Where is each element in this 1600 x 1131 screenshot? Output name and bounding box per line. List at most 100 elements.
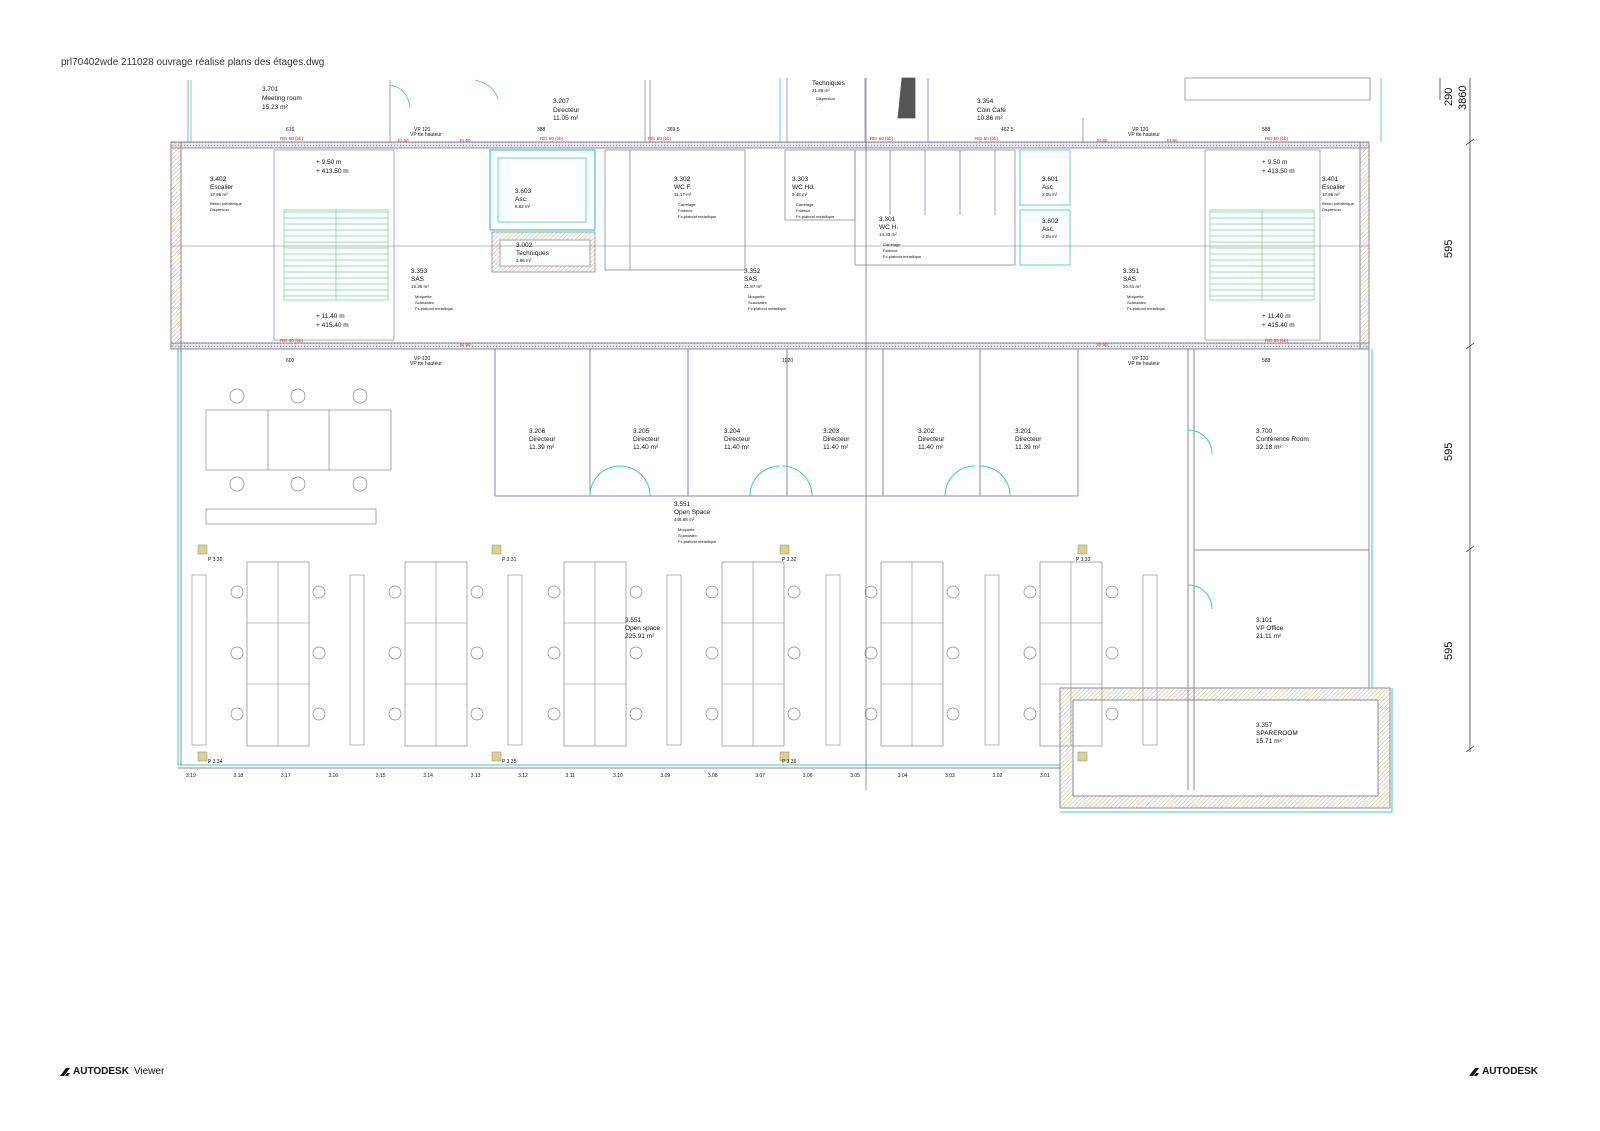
axis-label: 3.07 (755, 773, 765, 779)
chair (290, 388, 306, 404)
chair (629, 585, 643, 599)
svg-text:3.603: 3.603 (515, 188, 532, 195)
svg-text:290: 290 (1443, 88, 1455, 106)
chair (230, 646, 244, 660)
chair (1105, 585, 1119, 599)
chair (946, 707, 960, 721)
svg-text:6.82 m²: 6.82 m² (515, 204, 531, 209)
svg-text:15.23 m²: 15.23 m² (262, 104, 288, 111)
svg-text:Scandatex: Scandatex (748, 300, 767, 305)
chair (946, 646, 960, 660)
svg-text:225.91 m²: 225.91 m² (625, 633, 655, 640)
meeting-chairs (229, 388, 368, 492)
pillar (779, 544, 790, 555)
axis-label: 3.18 (233, 773, 243, 779)
chair (629, 646, 643, 660)
svg-text:14.33 m²: 14.33 m² (879, 232, 897, 237)
svg-text:3.204: 3.204 (724, 428, 741, 435)
pillar (491, 751, 502, 762)
chair (705, 585, 719, 599)
svg-text:+ 11.40 m: + 11.40 m (1262, 313, 1291, 320)
axis-label: 3.15 (376, 773, 386, 779)
svg-text:EI 60: EI 60 (1097, 342, 1108, 347)
svg-text:32.18 m²: 32.18 m² (1256, 444, 1282, 451)
chair (1105, 707, 1119, 721)
chair (470, 707, 484, 721)
pillar (197, 544, 208, 555)
brand-name: AUTODESK (73, 1066, 129, 1077)
svg-text:EI 60: EI 60 (398, 138, 409, 143)
svg-text:15.71 m²: 15.71 m² (1256, 738, 1282, 745)
chair (705, 707, 719, 721)
svg-text:REI 60 (bb): REI 60 (bb) (975, 136, 999, 141)
svg-text:595: 595 (1443, 642, 1455, 660)
svg-text:+ 413.50 m: + 413.50 m (316, 168, 349, 175)
storage-unit (984, 574, 1000, 746)
svg-text:+ 9.50 m: + 9.50 m (1262, 159, 1287, 166)
svg-text:Faïence: Faïence (883, 248, 898, 253)
chair (388, 646, 402, 660)
svg-text:Dispersion: Dispersion (1322, 207, 1341, 212)
chair (312, 707, 326, 721)
svg-text:P 3.34: P 3.34 (208, 759, 223, 765)
svg-text:20.41 m²: 20.41 m² (1123, 284, 1141, 289)
chair (946, 585, 960, 599)
svg-text:Moquette: Moquette (678, 527, 695, 532)
svg-text:Techniques: Techniques (516, 250, 550, 257)
core-dimensions: 616 388 369.5 462.5 588 600 1020 588 VP … (286, 127, 1271, 367)
svg-text:3.203: 3.203 (823, 428, 840, 435)
svg-text:Dispersion: Dispersion (210, 207, 229, 212)
vertical-dimensions: 290 3860 595 595 595 (1443, 86, 1469, 660)
chair (312, 646, 326, 660)
core-walls (170, 141, 1393, 813)
axis-label: 3.16 (328, 773, 338, 779)
svg-text:Directeur: Directeur (553, 107, 580, 114)
chair (290, 476, 306, 492)
svg-text:Scandatex: Scandatex (1127, 300, 1146, 305)
axis-label: 3.01 (1040, 773, 1050, 779)
storage-unit (507, 574, 523, 746)
right-rooms (1187, 349, 1369, 790)
svg-text:388: 388 (537, 127, 546, 133)
chair (229, 476, 245, 492)
axis-label: 3.04 (898, 773, 908, 779)
svg-text:616: 616 (286, 127, 295, 133)
svg-text:11.40 m²: 11.40 m² (633, 444, 659, 451)
svg-text:WC F.: WC F. (674, 184, 692, 191)
storage-unit (191, 574, 207, 746)
svg-text:Directeur: Directeur (823, 436, 850, 443)
svg-text:Techniques: Techniques (812, 80, 846, 87)
axis-label: 3.10 (613, 773, 623, 779)
svg-text:EI 60: EI 60 (460, 342, 471, 347)
svg-text:VP 120: VP 120 (1132, 356, 1149, 362)
chair (547, 707, 561, 721)
svg-text:369.5: 369.5 (667, 127, 680, 133)
axis-label: 3.02 (993, 773, 1003, 779)
svg-text:SPAREROOM: SPAREROOM (1256, 730, 1298, 737)
structural-pillars (197, 544, 1088, 762)
svg-text:Scandatex: Scandatex (678, 533, 697, 538)
svg-text:VP 120: VP 120 (1132, 127, 1149, 133)
svg-text:Faïence: Faïence (796, 208, 811, 213)
axis-label: 3.09 (660, 773, 670, 779)
chair (705, 646, 719, 660)
meeting-table (205, 409, 392, 525)
svg-text:+ 415.40 m: + 415.40 m (316, 322, 349, 329)
svg-text:Fx-plafond métallique: Fx-plafond métallique (748, 306, 787, 311)
svg-text:P 3.31: P 3.31 (502, 557, 517, 563)
autodesk-logo-icon (60, 1067, 70, 1076)
svg-text:Directeur: Directeur (529, 436, 556, 443)
axis-label: 3.12 (518, 773, 528, 779)
svg-text:EI 60: EI 60 (460, 138, 471, 143)
svg-text:Fx-plafond métallique: Fx-plafond métallique (1127, 306, 1166, 311)
chair (787, 646, 801, 660)
svg-text:446.88 m²: 446.88 m² (674, 517, 695, 522)
svg-text:Directeur: Directeur (918, 436, 945, 443)
svg-text:Faïence: Faïence (678, 208, 693, 213)
chair (312, 585, 326, 599)
open-space-desks (191, 561, 1158, 747)
svg-text:+ 9.50 m: + 9.50 m (316, 159, 341, 166)
svg-text:+ 415.40 m: + 415.40 m (1262, 322, 1295, 329)
chair (352, 388, 368, 404)
svg-text:Fx-plafond métallique: Fx-plafond métallique (678, 214, 717, 219)
